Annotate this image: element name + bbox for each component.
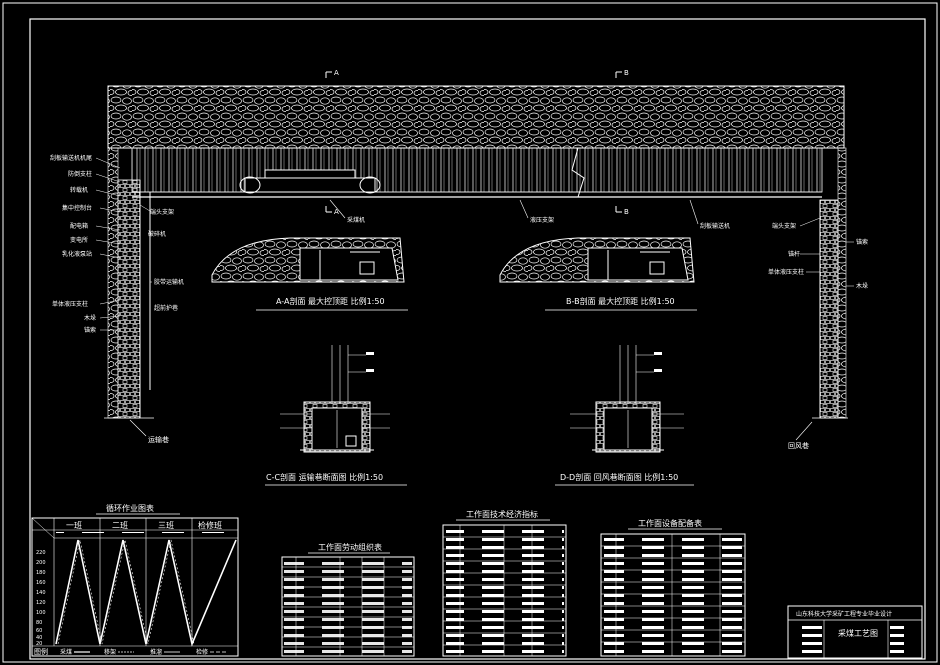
right-roadway-wall (819, 199, 839, 419)
right-roadway-name: 回风巷 (788, 442, 809, 450)
y-ticks: 220 200 180 160 140 120 100 80 60 40 20 (36, 550, 46, 647)
svg-text:移架: 移架 (104, 648, 116, 656)
svg-text:防倒支柱: 防倒支柱 (68, 170, 92, 178)
section-cc-title: C-C剖面 运输巷断面图 比例1:50 (266, 472, 383, 482)
svg-text:检修: 检修 (196, 648, 208, 656)
section-dd: D-D剖面 回风巷断面图 比例1:50 (555, 345, 694, 486)
face-support-row (131, 147, 823, 193)
left-roadway-name: 运输巷 (148, 435, 169, 444)
legend-label: 图例 (34, 647, 48, 656)
section-marker-b: B B (615, 69, 629, 216)
left-roadway-wall (117, 179, 141, 419)
support-label: 液压支架 (530, 216, 554, 224)
svg-text:单体液压支柱: 单体液压支柱 (768, 268, 804, 276)
svg-text:木垛: 木垛 (856, 282, 868, 290)
svg-text:变电所: 变电所 (70, 236, 88, 244)
title-block: 山东科技大学采矿工程专业毕业设计 采煤工艺图 (787, 605, 923, 659)
section-bb: B-B剖面 最大控顶距 比例1:50 (499, 237, 697, 311)
svg-text:端头支架: 端头支架 (772, 222, 796, 230)
svg-text:锚索: 锚索 (84, 326, 96, 334)
equip-table: 工作面设备配备表 (600, 518, 746, 657)
section-aa-title: A-A剖面 最大控顶距 比例1:50 (276, 296, 385, 306)
shearer-label: 采煤机 (347, 216, 365, 224)
svg-text:锚索: 锚索 (856, 238, 868, 246)
svg-text:推溜: 推溜 (150, 648, 162, 656)
right-label-group: 端头支架 锚杆 单体液压支柱 锚索 木垛 (768, 217, 868, 290)
shift-3: 三班 (158, 520, 174, 530)
shift-1: 一班 (66, 520, 82, 530)
svg-text:200: 200 (36, 560, 46, 566)
svg-text:100: 100 (36, 610, 46, 616)
inner-left-label-group: 端头支架 破碎机 胶带运输机 超前护巷 (139, 204, 184, 312)
svg-text:集中控制台: 集中控制台 (62, 204, 92, 212)
svg-text:160: 160 (36, 580, 46, 586)
svg-text:配电箱: 配电箱 (70, 222, 88, 230)
svg-text:刮板输送机机尾: 刮板输送机机尾 (50, 154, 92, 162)
svg-text:超前护巷: 超前护巷 (154, 304, 178, 312)
svg-text:木垛: 木垛 (84, 314, 96, 322)
labor-table-title: 工作面劳动组织表 (318, 542, 382, 552)
cycle-wave (55, 539, 237, 647)
svg-text:60: 60 (36, 628, 42, 634)
svg-text:A: A (334, 69, 339, 77)
section-cc: C-C剖面 运输巷断面图 比例1:50 (265, 345, 407, 486)
left-label-group: 刮板输送机机尾 防倒支柱 转载机 集中控制台 配电箱 变电所 乳化液泵站 单体液… (50, 154, 121, 334)
svg-text:80: 80 (36, 620, 42, 626)
svg-text:单体液压支柱: 单体液压支柱 (52, 300, 88, 308)
section-marker-a: A A (325, 69, 339, 216)
shearer-icon (239, 169, 381, 194)
title-block-heading: 山东科技大学采矿工程专业毕业设计 (796, 610, 892, 618)
drawing-name: 采煤工艺图 (838, 628, 878, 638)
section-dd-title: D-D剖面 回风巷断面图 比例1:50 (560, 472, 678, 482)
shift-2: 二班 (112, 520, 128, 530)
tech-table: 工作面技术经济指标 (442, 509, 567, 657)
tech-table-title: 工作面技术经济指标 (466, 509, 538, 519)
left-roadway-rock (107, 147, 119, 419)
svg-text:转载机: 转载机 (70, 186, 88, 194)
shift-4: 检修班 (198, 520, 222, 530)
svg-text:120: 120 (36, 600, 46, 606)
section-bb-title: B-B剖面 最大控顶距 比例1:50 (566, 296, 675, 306)
svg-text:采煤: 采煤 (60, 648, 72, 656)
svg-text:胶带运输机: 胶带运输机 (154, 278, 184, 286)
roof-rock-band (107, 85, 845, 149)
labor-table: 工作面劳动组织表 (281, 542, 415, 657)
svg-text:180: 180 (36, 570, 46, 576)
cycle-chart-title: 循环作业图表 (106, 503, 154, 513)
conveyor-label: 刮板输送机 (700, 222, 730, 230)
svg-text:20: 20 (36, 641, 42, 647)
svg-text:220: 220 (36, 550, 46, 556)
svg-text:破碎机: 破碎机 (148, 230, 166, 238)
right-roadway-rock (837, 147, 847, 419)
svg-text:140: 140 (36, 590, 46, 596)
svg-text:B: B (624, 69, 629, 77)
svg-text:A: A (334, 208, 339, 216)
section-aa: A-A剖面 最大控顶距 比例1:50 (211, 237, 408, 311)
plan-view: A A B B 采煤机 液压支架 刮板输送机 运输巷 回风巷 (104, 69, 848, 450)
svg-text:乳化液泵站: 乳化液泵站 (62, 250, 92, 258)
svg-text:锚杆: 锚杆 (788, 250, 800, 258)
equip-table-title: 工作面设备配备表 (638, 518, 702, 528)
svg-text:B: B (624, 208, 629, 216)
svg-text:端头支架: 端头支架 (150, 208, 174, 216)
svg-text:40: 40 (36, 635, 42, 641)
cycle-chart: 循环作业图表 一班 二班 三班 检修班 220 200 180 160 140 … (31, 503, 239, 657)
inner-frame (29, 18, 926, 660)
